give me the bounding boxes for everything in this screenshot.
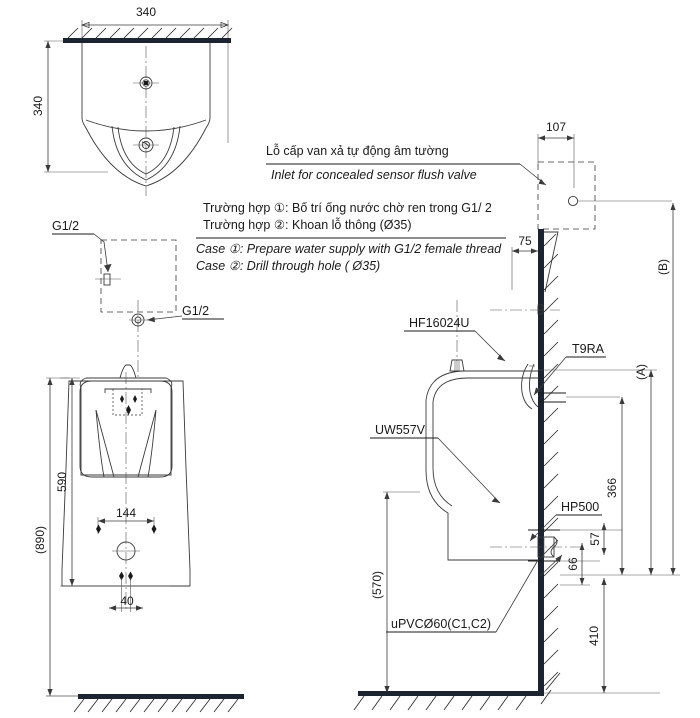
notes-block: Lỗ cấp van xả tự động âm tường Inlet for… — [196, 143, 547, 273]
front-bowl-fins-left2 — [95, 409, 115, 478]
section-wall-hatch — [543, 233, 559, 687]
dashed-concealed-valve-box — [537, 161, 596, 230]
dim-A: (A) — [538, 364, 657, 575]
section-floor-hatch — [353, 672, 561, 711]
dim-front-590: 590 — [55, 377, 170, 587]
dim-B-text: (B) — [656, 259, 670, 275]
dim-66: 66 — [560, 543, 590, 586]
plan-inlet-symbol — [133, 76, 159, 90]
front-bowl-fins-right — [147, 409, 157, 478]
urinal-body-section — [425, 370, 538, 561]
label-hp500: HP500 — [561, 500, 599, 514]
label-uw557v: UW557V — [375, 423, 426, 437]
dim-57-text: 57 — [588, 532, 602, 546]
dim-366-text: 366 — [605, 478, 619, 498]
supply-fitting-symbol — [95, 273, 121, 286]
front-view: 590 (890) 144 — [33, 364, 244, 713]
front-body-outline — [61, 380, 191, 587]
dim-570-text: (570) — [370, 571, 384, 599]
dim-40: 40 — [120, 594, 134, 608]
note-callout-vi: Lỗ cấp van xả tự động âm tường — [266, 143, 449, 158]
section-wall — [538, 229, 544, 694]
plan-view: 340 340 — [31, 5, 233, 196]
dim-890: (890) — [33, 526, 47, 554]
front-sensor-bracket — [104, 388, 152, 416]
leader-t9ra — [533, 356, 567, 396]
front-top-nub — [119, 364, 137, 379]
leader-uw557v — [437, 437, 501, 504]
label-g12-upper: G1/2 — [52, 219, 79, 233]
leader-g12-upper — [93, 233, 109, 273]
dim-66-text: 66 — [566, 557, 580, 571]
wall-chamfer — [544, 231, 559, 293]
label-t9ra: T9RA — [572, 342, 605, 356]
dim-75-text: 75 — [518, 234, 532, 248]
plan-wall — [63, 38, 231, 43]
plan-bowl-inner — [111, 125, 181, 181]
dim-75: 75 — [511, 234, 538, 290]
dim-107-text: 107 — [546, 120, 566, 134]
note-case1-en: Case ①: Prepare water supply with G1/2 f… — [196, 242, 502, 256]
dim-plan-width: 340 — [80, 5, 230, 143]
note-case2-en: Case ②: Drill through hole ( Ø35) — [196, 259, 380, 273]
dim-front-40: 40 — [109, 571, 143, 612]
dim-590: 590 — [55, 472, 69, 492]
label-hf16024u: HF16024U — [409, 316, 469, 330]
leader-upvc — [495, 559, 539, 633]
dim-410: 410 — [587, 578, 607, 693]
urinal-body-inner — [432, 377, 538, 507]
section-view: 107 — [353, 120, 680, 711]
dim-410-text: 410 — [587, 626, 601, 646]
dim-front-890: (890) — [33, 377, 86, 697]
section-inlet-symbol — [567, 195, 672, 207]
dashed-flush-valve-box — [100, 239, 177, 313]
dim-B: (B) — [656, 203, 676, 575]
t9ra-valve — [521, 363, 539, 410]
front-bowl-rim-round — [79, 380, 173, 478]
dim-340-depth: 340 — [31, 96, 45, 116]
front-bowl-fins-left — [95, 409, 105, 478]
outlet-symbol-lower — [129, 313, 147, 327]
dim-plan-depth: 340 — [31, 40, 108, 173]
dim-57: 57 — [588, 523, 607, 555]
note-case2-vi: Trường hợp ②: Khoan lỗ thông (Ø35) — [203, 217, 412, 232]
plan-wall-hatch — [67, 27, 233, 39]
dim-366: 366 — [605, 397, 625, 575]
front-floor — [78, 694, 244, 699]
section-floor — [358, 691, 544, 696]
dim-570: (570) — [370, 491, 420, 693]
front-bowl-fins-right2 — [137, 409, 157, 478]
label-upvc: uPVCØ60(C1,C2) — [391, 617, 491, 631]
note-callout-en: Inlet for concealed sensor flush valve — [271, 168, 477, 182]
note-case1-vi: Trường hợp ①: Bố trí ống nước chờ ren tr… — [203, 201, 492, 215]
dim-A-text: (A) — [634, 364, 648, 380]
dim-107: 107 — [537, 120, 575, 188]
front-floor-hatch — [73, 698, 239, 713]
supply-detail: G1/2 G1/2 — [52, 219, 224, 380]
wall-supply-fitting — [537, 304, 544, 315]
dim-340-width: 340 — [136, 5, 156, 19]
front-bowl-rim — [79, 377, 173, 476]
label-g12-lower: G1/2 — [182, 304, 209, 318]
plan-outlet-symbol — [133, 137, 159, 153]
